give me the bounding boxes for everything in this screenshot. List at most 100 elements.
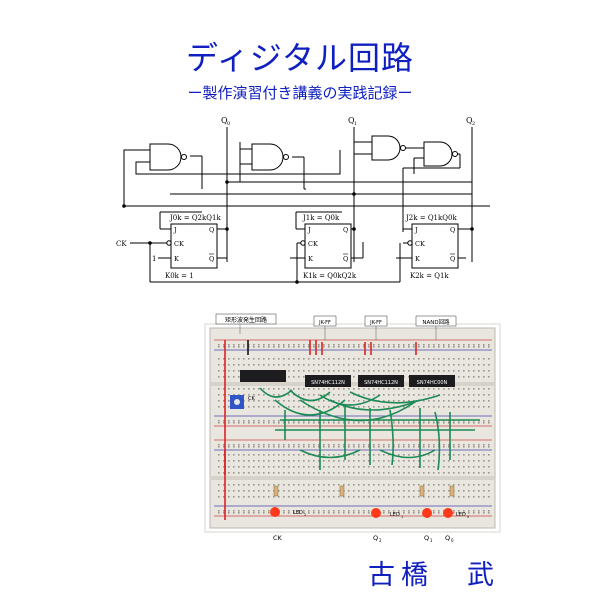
breadboard-hole [378,388,380,390]
breadboard-hole [373,370,375,372]
breadboard-hole [448,364,450,366]
breadboard-hole [223,358,225,360]
breadboard-hole [473,358,475,360]
breadboard-hole [438,512,440,514]
breadboard-hole [223,364,225,366]
breadboard-hole [463,364,465,366]
breadboard-hole [283,484,285,486]
breadboard-hole [478,512,480,514]
breadboard-hole [243,346,245,348]
breadboard-hole [348,346,350,348]
breadboard-hole [333,388,335,390]
breadboard-hole [268,454,270,456]
breadboard-hole [413,394,415,396]
breadboard-hole [268,406,270,408]
breadboard-hole [303,370,305,372]
breadboard-hole [458,400,460,402]
breadboard-hole [218,388,220,390]
breadboard-hole [248,346,250,348]
breadboard-hole [378,394,380,396]
breadboard-hole [433,496,435,498]
breadboard-hole [393,490,395,492]
breadboard-hole [248,344,250,346]
breadboard-hole [318,394,320,396]
breadboard-hole [478,444,480,446]
breadboard-hole [218,512,220,514]
breadboard-hole [383,512,385,514]
breadboard-hole [463,446,465,448]
breadboard-hole [473,388,475,390]
breadboard-hole [458,460,460,462]
breadboard-hole [393,346,395,348]
breadboard-hole [228,444,230,446]
breadboard-hole [453,446,455,448]
breadboard-hole [338,510,340,512]
breadboard-hole [413,446,415,448]
breadboard-hole [378,484,380,486]
breadboard-hole [248,364,250,366]
breadboard-hole [283,510,285,512]
breadboard-hole [223,496,225,498]
breadboard-hole [243,496,245,498]
breadboard-hole [448,358,450,360]
breadboard-hole [218,496,220,498]
breadboard-hole [368,388,370,390]
ff2-pin-ck: CK [415,240,425,248]
breadboard-hole [398,512,400,514]
breadboard-hole [428,496,430,498]
breadboard-hole [483,510,485,512]
breadboard-hole [233,376,235,378]
breadboard-hole [278,496,280,498]
breadboard-hole [368,460,370,462]
breadboard-hole [278,344,280,346]
breadboard-hole [388,466,390,468]
breadboard-hole [313,370,315,372]
breadboard-hole [343,446,345,448]
breadboard-hole [223,484,225,486]
breadboard-hole [403,510,405,512]
ff1-pin-k: K [308,255,313,263]
breadboard-hole [463,510,465,512]
breadboard-hole [443,406,445,408]
breadboard-hole [328,466,330,468]
breadboard-hole [398,466,400,468]
breadboard-hole [448,400,450,402]
breadboard-hole [243,484,245,486]
breadboard-hole [263,388,265,390]
breadboard-hole [273,388,275,390]
breadboard-hole [303,364,305,366]
breadboard-hole [288,454,290,456]
breadboard-hole [408,490,410,492]
breadboard-hole [433,472,435,474]
breadboard-hole [228,346,230,348]
breadboard-hole [298,376,300,378]
breadboard-hole [248,422,250,424]
breadboard-hole [243,344,245,346]
breadboard-hole [343,460,345,462]
breadboard-hole [423,364,425,366]
breadboard-hole [253,420,255,422]
breadboard-hole [313,460,315,462]
breadboard-hole [438,406,440,408]
breadboard-hole [238,364,240,366]
breadboard-hole [268,496,270,498]
breadboard-hole [273,454,275,456]
breadboard-hole [443,472,445,474]
breadboard-hole [403,454,405,456]
author-name: 古橋 武 [368,560,500,591]
breadboard-hole [288,466,290,468]
breadboard-hole [273,422,275,424]
breadboard-hole [478,344,480,346]
breadboard-hole [358,460,360,462]
breadboard-hole [228,496,230,498]
breadboard-hole [308,388,310,390]
breadboard-hole [473,400,475,402]
breadboard-hole [398,388,400,390]
breadboard-hole [238,376,240,378]
breadboard-hole [443,490,445,492]
breadboard-hole [293,422,295,424]
breadboard-hole [348,394,350,396]
breadboard-hole [258,394,260,396]
breadboard-hole [323,460,325,462]
breadboard-hole [393,510,395,512]
